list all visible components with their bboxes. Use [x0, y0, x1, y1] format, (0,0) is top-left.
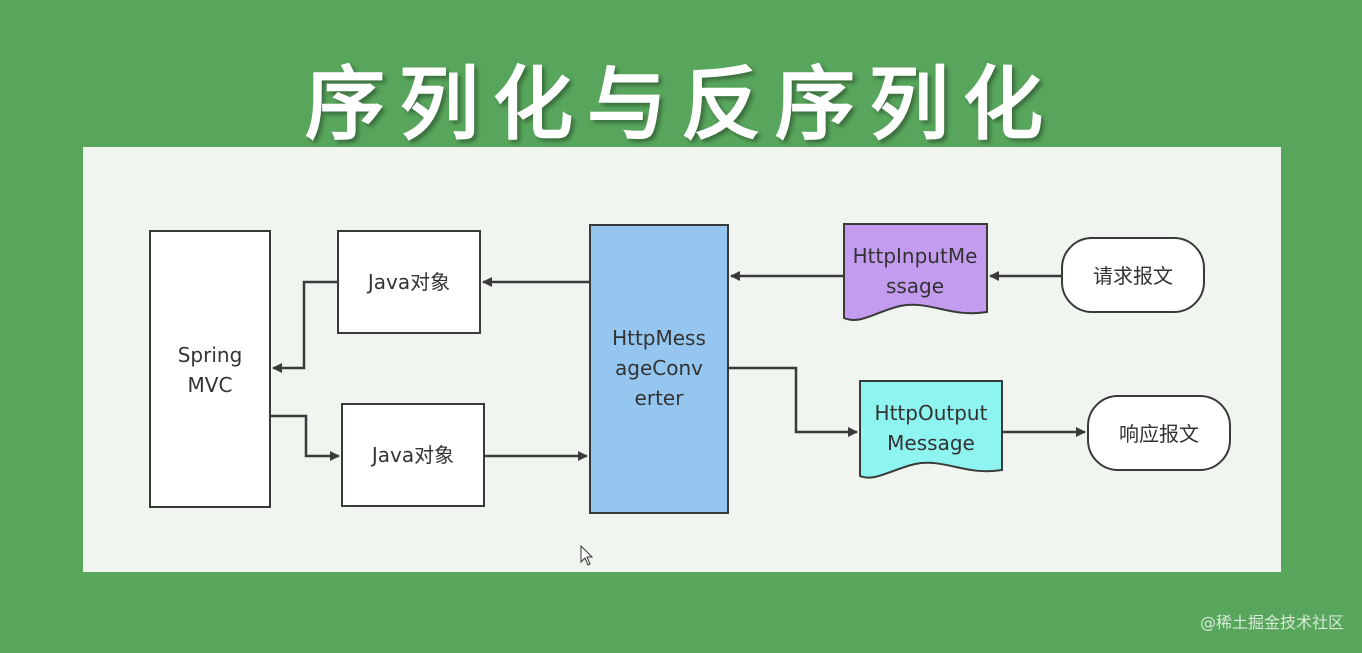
- spring-mvc-label-1: Spring: [178, 343, 243, 367]
- response-message-node: 响应报文: [1087, 395, 1231, 471]
- converter-label-3: erter: [635, 386, 685, 410]
- arrow-converter-to-output: [728, 366, 858, 437]
- output-message-label-1: HttpOutput: [875, 401, 988, 425]
- output-message-label-2: Message: [887, 431, 975, 455]
- arrow-java-top-to-spring: [272, 280, 338, 373]
- spring-mvc-label-2: MVC: [188, 373, 233, 397]
- java-object-bottom-node: Java对象: [341, 403, 485, 507]
- arrow-spring-to-java-bottom: [270, 414, 340, 461]
- input-message-label-2: ssage: [886, 274, 944, 298]
- converter-label-1: HttpMess: [612, 326, 706, 350]
- input-message-label-1: HttpInputMe: [853, 244, 978, 268]
- java-object-top-label: Java对象: [366, 270, 450, 294]
- http-output-message-node: HttpOutput Message: [859, 380, 1003, 479]
- spring-mvc-node: Spring MVC: [149, 230, 271, 508]
- response-message-label: 响应报文: [1119, 422, 1199, 446]
- java-object-bottom-label: Java对象: [370, 443, 454, 467]
- http-input-message-node: HttpInputMe ssage: [843, 223, 988, 321]
- converter-label-2: ageConv: [615, 356, 703, 380]
- mouse-pointer-icon: [580, 545, 594, 566]
- http-message-converter-node: HttpMess ageConv erter: [589, 224, 729, 514]
- watermark: @稀土掘金技术社区: [1199, 613, 1344, 632]
- request-message-label: 请求报文: [1093, 264, 1173, 288]
- page-title: 序列化与反序列化: [305, 57, 1057, 151]
- request-message-node: 请求报文: [1061, 237, 1205, 313]
- java-object-top-node: Java对象: [337, 230, 481, 334]
